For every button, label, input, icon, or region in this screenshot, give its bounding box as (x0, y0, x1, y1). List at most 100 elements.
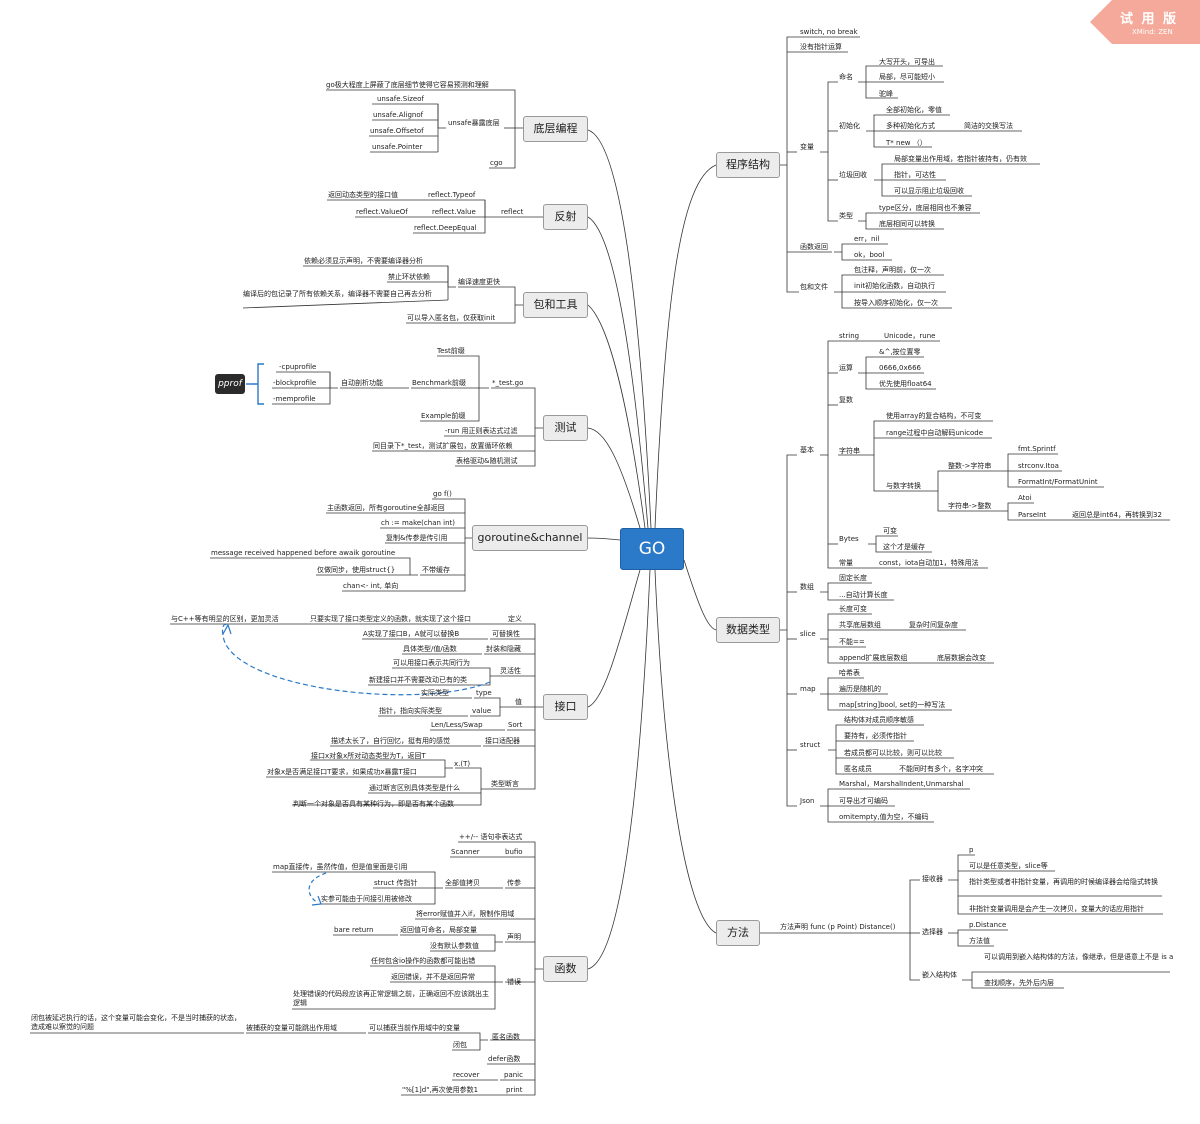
node-if-4[interactable]: A实现了接口B，A就可以替换B (363, 630, 460, 638)
node-test-11[interactable]: 表格驱动&随机测试 (456, 457, 518, 465)
node-dt-44[interactable]: 匿名成员 (844, 765, 872, 773)
node-refl-2[interactable]: reflect.Typeof (428, 191, 476, 199)
node-lowlevel-6[interactable]: unsafe暴露底层 (448, 119, 500, 127)
topic-testing[interactable]: 测试 (543, 415, 588, 441)
node-dt-39[interactable]: map[string]bool, set的一种写法 (839, 701, 946, 709)
node-dt-8[interactable]: 使用array的复合结构，不可变 (886, 412, 982, 420)
node-if-1[interactable]: 与C++等有明显的区别，更加灵活 (171, 615, 279, 623)
node-test-10[interactable]: 同目录下*_test，测试扩展包，放置循环依赖 (373, 442, 513, 450)
node-ps-25[interactable]: init初始化函数，自动执行 (854, 282, 936, 290)
topic-reflect[interactable]: 反射 (543, 204, 588, 230)
node-if-21[interactable]: x.(T) (454, 760, 471, 768)
node-if-24[interactable]: 通过断言区别具体类型是什么 (369, 784, 460, 792)
node-if-12[interactable]: type (476, 689, 492, 697)
node-fn-10[interactable]: bare return (334, 926, 374, 934)
node-dt-25[interactable]: const，iota自动加1，特殊用法 (879, 559, 979, 567)
node-ps-11[interactable]: T* new （） (886, 139, 927, 147)
node-m-8[interactable]: 选择器 (922, 928, 943, 936)
node-ps-14[interactable]: 垃圾回收 (839, 171, 867, 179)
node-m-3[interactable]: 接收器 (922, 875, 943, 883)
node-dt-28[interactable]: ...自动计算长度 (839, 591, 888, 599)
node-fn-18[interactable]: 闭包被延迟执行的话，这个变量可能会变化，不是当时捕获的状态，造成难以察觉的问题 (31, 1014, 241, 1031)
node-fn-7[interactable]: 传参 (507, 879, 521, 887)
node-dt-10[interactable]: 字符串 (839, 447, 860, 455)
node-gor-4[interactable]: 复制&传参是传引用 (386, 534, 448, 542)
node-fn-11[interactable]: 返回值可命名，局部变量 (400, 926, 477, 934)
node-m-9[interactable]: 方法值 (969, 937, 990, 945)
node-ps-6[interactable]: 驼峰 (879, 90, 893, 98)
node-fn-6[interactable]: 全部值拷贝 (445, 879, 480, 887)
node-ps-15[interactable]: 指针，可达性 (894, 171, 936, 179)
node-fn-21[interactable]: 匿名函数 (492, 1033, 520, 1041)
node-ps-19[interactable]: 底层相同可以转换 (879, 220, 935, 228)
node-dt-21[interactable]: 可变 (883, 527, 897, 535)
node-fn-8[interactable]: 实参可能由于间接引用被修改 (321, 895, 412, 903)
node-if-10[interactable]: 新建接口并不需要改动已有的类 (369, 676, 467, 684)
node-lowlevel-3[interactable]: unsafe.Alignof (373, 111, 424, 119)
node-if-9[interactable]: 灵活性 (500, 667, 521, 675)
node-refl-6[interactable]: reflect.DeepEqual (414, 224, 477, 232)
node-fn-12[interactable]: 声明 (507, 933, 521, 941)
node-ps-18[interactable]: 类型 (839, 212, 853, 220)
node-fn-23[interactable]: defer函数 (488, 1055, 521, 1063)
node-refl-5[interactable]: reflect (501, 208, 524, 216)
central-topic[interactable]: GO (620, 528, 684, 570)
node-dt-12[interactable]: 整数->字符串 (948, 462, 992, 470)
node-dt-14[interactable]: 与数字转换 (886, 482, 921, 490)
node-dt-6[interactable]: 优先使用float64 (879, 380, 932, 388)
node-dt-34[interactable]: append扩展底层数组 (839, 654, 908, 662)
node-ps-23[interactable]: 包注释，声明前，仅一次 (854, 266, 931, 274)
node-gor-1[interactable]: go f() (433, 490, 452, 498)
node-dt-27[interactable]: 数组 (800, 583, 814, 591)
node-m-7[interactable]: p.Distance (969, 921, 1007, 929)
node-ps-1[interactable]: switch, no break (800, 28, 858, 36)
node-if-18[interactable]: 描述太长了，自行回忆，挺有用的感觉 (331, 737, 450, 745)
node-gor-7[interactable]: 不带缓存 (422, 566, 450, 574)
node-dt-32[interactable]: slice (800, 630, 816, 638)
node-dt-2[interactable]: Unicode，rune (884, 332, 936, 340)
node-test-2[interactable]: -cpuprofile (279, 363, 317, 371)
node-ps-21[interactable]: 函数返回 (800, 243, 828, 251)
node-dt-40[interactable]: 结构体对成员顺序敏感 (844, 716, 914, 724)
node-m-5[interactable]: 方法声明 func (p Point) Distance() (780, 923, 896, 931)
node-test-8[interactable]: Example前缀 (421, 412, 466, 420)
topic-methods[interactable]: 方法 (716, 920, 760, 946)
node-ps-8[interactable]: 初始化 (839, 122, 860, 130)
node-dt-13[interactable]: strconv.Itoa (1018, 462, 1059, 470)
node-test-5[interactable]: 自动剖析功能 (341, 379, 383, 387)
node-dt-30[interactable]: 共享底层数组 (839, 621, 881, 629)
node-if-3[interactable]: 定义 (508, 615, 522, 623)
node-dt-7[interactable]: 复数 (839, 396, 853, 404)
node-fn-15[interactable]: 返回错误，并不是返回异常 (391, 973, 475, 981)
node-dt-19[interactable]: ParseInt (1018, 511, 1047, 519)
node-gor-8[interactable]: chan<- int, 单向 (343, 582, 399, 590)
node-pkg-2[interactable]: 禁止环状依赖 (388, 273, 430, 281)
topic-data-types[interactable]: 数据类型 (716, 617, 780, 643)
node-lowlevel-2[interactable]: unsafe.Sizeof (377, 95, 424, 103)
node-dt-9[interactable]: range过程中自动解码unicode (886, 429, 984, 437)
node-refl-4[interactable]: reflect.Value (432, 208, 476, 216)
node-fn-25[interactable]: panic (504, 1071, 523, 1079)
node-fn-14[interactable]: 任何包含io操作的函数都可能出错 (371, 957, 476, 965)
node-fn-9[interactable]: 将error赋值并入if，限制作用域 (416, 910, 515, 918)
node-ps-26[interactable]: 按导入顺序初始化，仅一次 (854, 299, 938, 307)
node-test-4[interactable]: -memprofile (273, 395, 316, 403)
node-if-5[interactable]: 可替换性 (492, 630, 520, 638)
node-dt-49[interactable]: omitempty,值为空，不编码 (839, 813, 929, 821)
node-ps-10[interactable]: 简洁的交换写法 (964, 122, 1013, 130)
node-fn-27[interactable]: print (506, 1086, 523, 1094)
node-dt-46[interactable]: Marshal，MarshalIndent,Unmarshal (839, 780, 964, 788)
node-m-1[interactable]: p (969, 846, 974, 854)
node-test-9[interactable]: -run 用正则表达式过滤 (445, 427, 518, 435)
node-ps-16[interactable]: 可以显示阻止垃圾回收 (894, 187, 964, 195)
node-dt-43[interactable]: 若成员都可以比较，则可以比较 (844, 749, 942, 757)
topic-function[interactable]: 函数 (543, 956, 588, 982)
node-ps-7[interactable]: 全部初始化，零值 (886, 106, 942, 114)
node-fn-13[interactable]: 没有默认参数值 (430, 942, 479, 950)
topic-goroutine[interactable]: goroutine&channel (472, 525, 588, 551)
topic-interface[interactable]: 接口 (543, 694, 588, 720)
node-if-25[interactable]: 判断一个对象是否具有某种行为，即是否有某个函数 (293, 800, 454, 808)
node-if-22[interactable]: 对象x是否满足接口T要求，如果成功x暴露T接口 (267, 768, 417, 776)
node-test-6[interactable]: Benchmark前缀 (412, 379, 466, 387)
node-dt-1[interactable]: string (839, 332, 860, 340)
